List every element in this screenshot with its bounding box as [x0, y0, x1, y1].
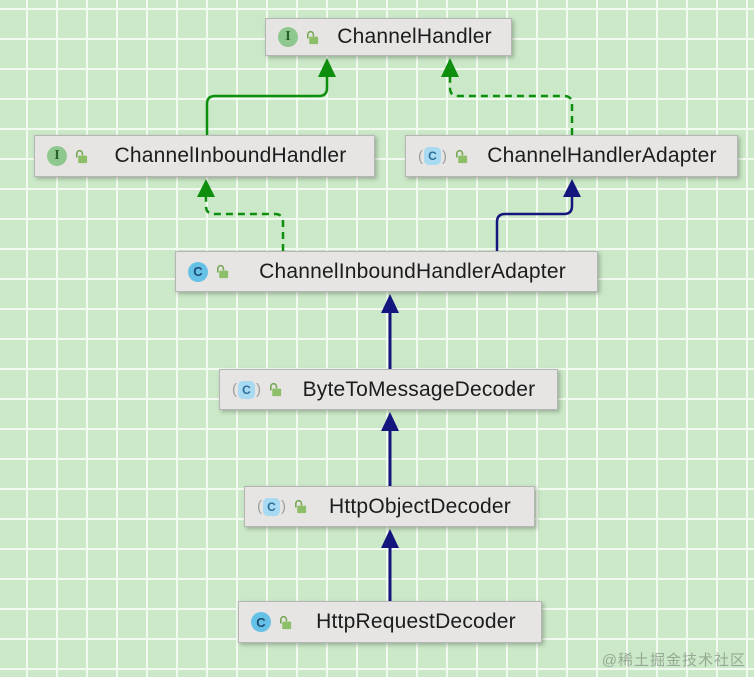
- unlock-icon: [74, 149, 89, 164]
- watermark: @稀土掘金技术社区: [601, 652, 746, 669]
- node-channelhandleradapter[interactable]: C ChannelHandlerAdapter: [405, 135, 738, 177]
- node-label: ChannelInboundHandler: [114, 144, 347, 167]
- interface-icon: I: [278, 27, 298, 47]
- abstract-class-icon: C: [232, 380, 261, 399]
- unlock-icon: [305, 30, 320, 45]
- class-icon: C: [251, 612, 271, 632]
- edge-line: [204, 197, 285, 251]
- interface-icon: I: [47, 146, 67, 166]
- arrowhead-icon: [381, 294, 399, 313]
- arrowhead-icon: [197, 179, 215, 197]
- node-label: ChannelInboundHandlerAdapter: [259, 259, 566, 283]
- node-channelhandler[interactable]: I ChannelHandler: [265, 18, 512, 56]
- edge-line: [448, 77, 574, 135]
- node-label: HttpObjectDecoder: [329, 494, 511, 518]
- edge-extends-bytetomessagedecoder-channelinboundhandleradapter[interactable]: [381, 294, 399, 369]
- node-httprequestdecoder[interactable]: C HttpRequestDecoder: [238, 601, 542, 643]
- arrowhead-icon: [318, 58, 336, 77]
- node-channelinboundhandleradapter[interactable]: C ChannelInboundHandlerAdapter: [175, 251, 598, 292]
- unlock-icon: [268, 382, 283, 397]
- node-label: HttpRequestDecoder: [316, 610, 516, 633]
- node-channelinboundhandler[interactable]: I ChannelInboundHandler: [34, 135, 375, 177]
- arrowhead-icon: [381, 412, 399, 431]
- node-label: ChannelHandler: [337, 25, 492, 48]
- edge-implements-channelhandleradapter-channelhandler[interactable]: [441, 58, 574, 135]
- edge-extends-httprequestdecoder-httpobjectdecoder[interactable]: [381, 529, 399, 601]
- edge-implements-channelinboundhandleradapter-channelinboundhandler[interactable]: [197, 179, 285, 251]
- edge-extends-httpobjectdecoder-bytetomessagedecoder[interactable]: [381, 412, 399, 486]
- unlock-icon: [454, 149, 469, 164]
- abstract-class-icon: C: [257, 497, 286, 516]
- unlock-icon: [278, 615, 293, 630]
- edge-line: [205, 75, 329, 135]
- edge-extends-channelinboundhandleradapter-channelhandleradapter[interactable]: [495, 179, 581, 251]
- unlock-icon: [215, 264, 230, 279]
- node-bytetomessagedecoder[interactable]: C ByteToMessageDecoder: [219, 369, 558, 410]
- edge-line: [495, 197, 574, 251]
- edge-extends-channelinboundhandler-channelhandler[interactable]: [205, 58, 336, 135]
- unlock-icon: [293, 499, 308, 514]
- arrowhead-icon: [441, 58, 459, 77]
- class-icon: C: [188, 261, 208, 282]
- node-label: ChannelHandlerAdapter: [487, 144, 717, 167]
- node-label: ByteToMessageDecoder: [302, 377, 536, 401]
- node-httpobjectdecoder[interactable]: C HttpObjectDecoder: [244, 486, 535, 527]
- arrowhead-icon: [563, 179, 581, 197]
- abstract-class-icon: C: [418, 147, 447, 165]
- arrowhead-icon: [381, 529, 399, 548]
